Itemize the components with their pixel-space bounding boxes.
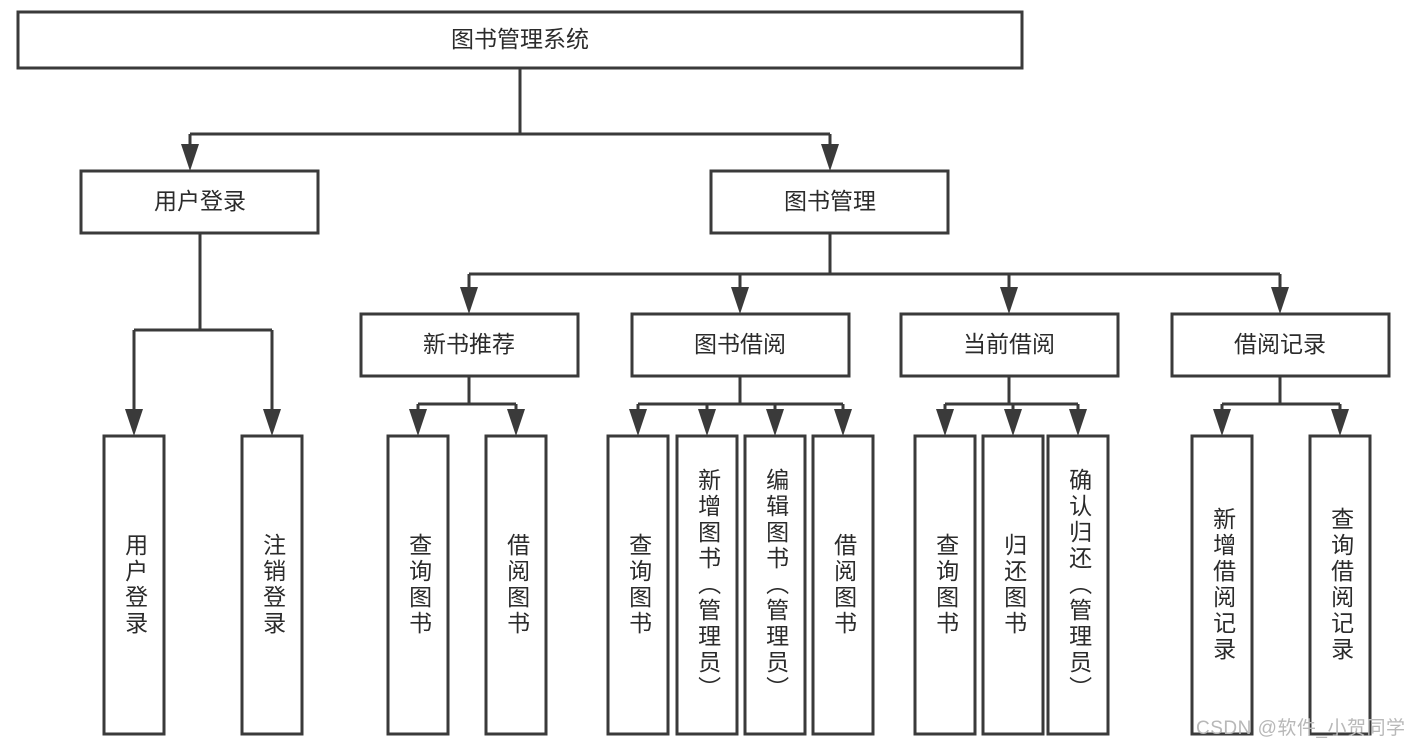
leaf-box-currentborrow-2[interactable] xyxy=(1046,434,1110,736)
leaf-boxes xyxy=(102,434,1372,736)
watermark: CSDN @软件_小贺同学 xyxy=(1196,718,1405,739)
leaf-box-currentborrow-0[interactable] xyxy=(913,434,977,736)
node-book-management[interactable]: 图书管理 xyxy=(709,169,950,235)
connector-bookborrow-to-leaves xyxy=(629,376,852,436)
node-borrow-record-label: 借阅记录 xyxy=(1234,331,1326,357)
node-current-borrow-label: 当前借阅 xyxy=(963,331,1055,357)
node-root[interactable]: 图书管理系统 xyxy=(16,10,1024,70)
connector-userlogin-to-leaves xyxy=(125,233,281,436)
node-borrow-record[interactable]: 借阅记录 xyxy=(1170,312,1391,378)
leaf-box-borrowrecord-0[interactable] xyxy=(1190,434,1254,736)
leaf-box-currentborrow-1[interactable] xyxy=(981,434,1045,736)
leaf-box-user-login-1[interactable] xyxy=(240,434,304,736)
leaf-box-bookborrow-3[interactable] xyxy=(811,434,875,736)
node-root-label: 图书管理系统 xyxy=(451,26,589,52)
node-user-login[interactable]: 用户登录 xyxy=(79,169,320,235)
node-book-borrow-label: 图书借阅 xyxy=(694,331,786,357)
node-new-book-recommend-label: 新书推荐 xyxy=(423,331,515,357)
leaf-box-newbook-1[interactable] xyxy=(484,434,548,736)
connector-newbook-to-leaves xyxy=(409,376,525,436)
leaf-box-newbook-0[interactable] xyxy=(386,434,450,736)
node-user-login-label: 用户登录 xyxy=(154,188,246,214)
leaf-box-bookborrow-2[interactable] xyxy=(743,434,807,736)
connector-root-to-level2 xyxy=(181,68,839,171)
node-book-borrow[interactable]: 图书借阅 xyxy=(630,312,851,378)
leaf-box-borrowrecord-1[interactable] xyxy=(1308,434,1372,736)
node-book-management-label: 图书管理 xyxy=(784,188,876,214)
node-new-book-recommend[interactable]: 新书推荐 xyxy=(359,312,580,378)
connector-bookmgmt-to-level3 xyxy=(460,233,1289,314)
connector-borrowrecord-to-leaves xyxy=(1213,376,1349,436)
node-current-borrow[interactable]: 当前借阅 xyxy=(899,312,1120,378)
leaf-box-bookborrow-1[interactable] xyxy=(675,434,739,736)
leaf-box-bookborrow-0[interactable] xyxy=(606,434,670,736)
connector-currentborrow-to-leaves xyxy=(936,376,1087,436)
leaf-box-user-login-0[interactable] xyxy=(102,434,166,736)
